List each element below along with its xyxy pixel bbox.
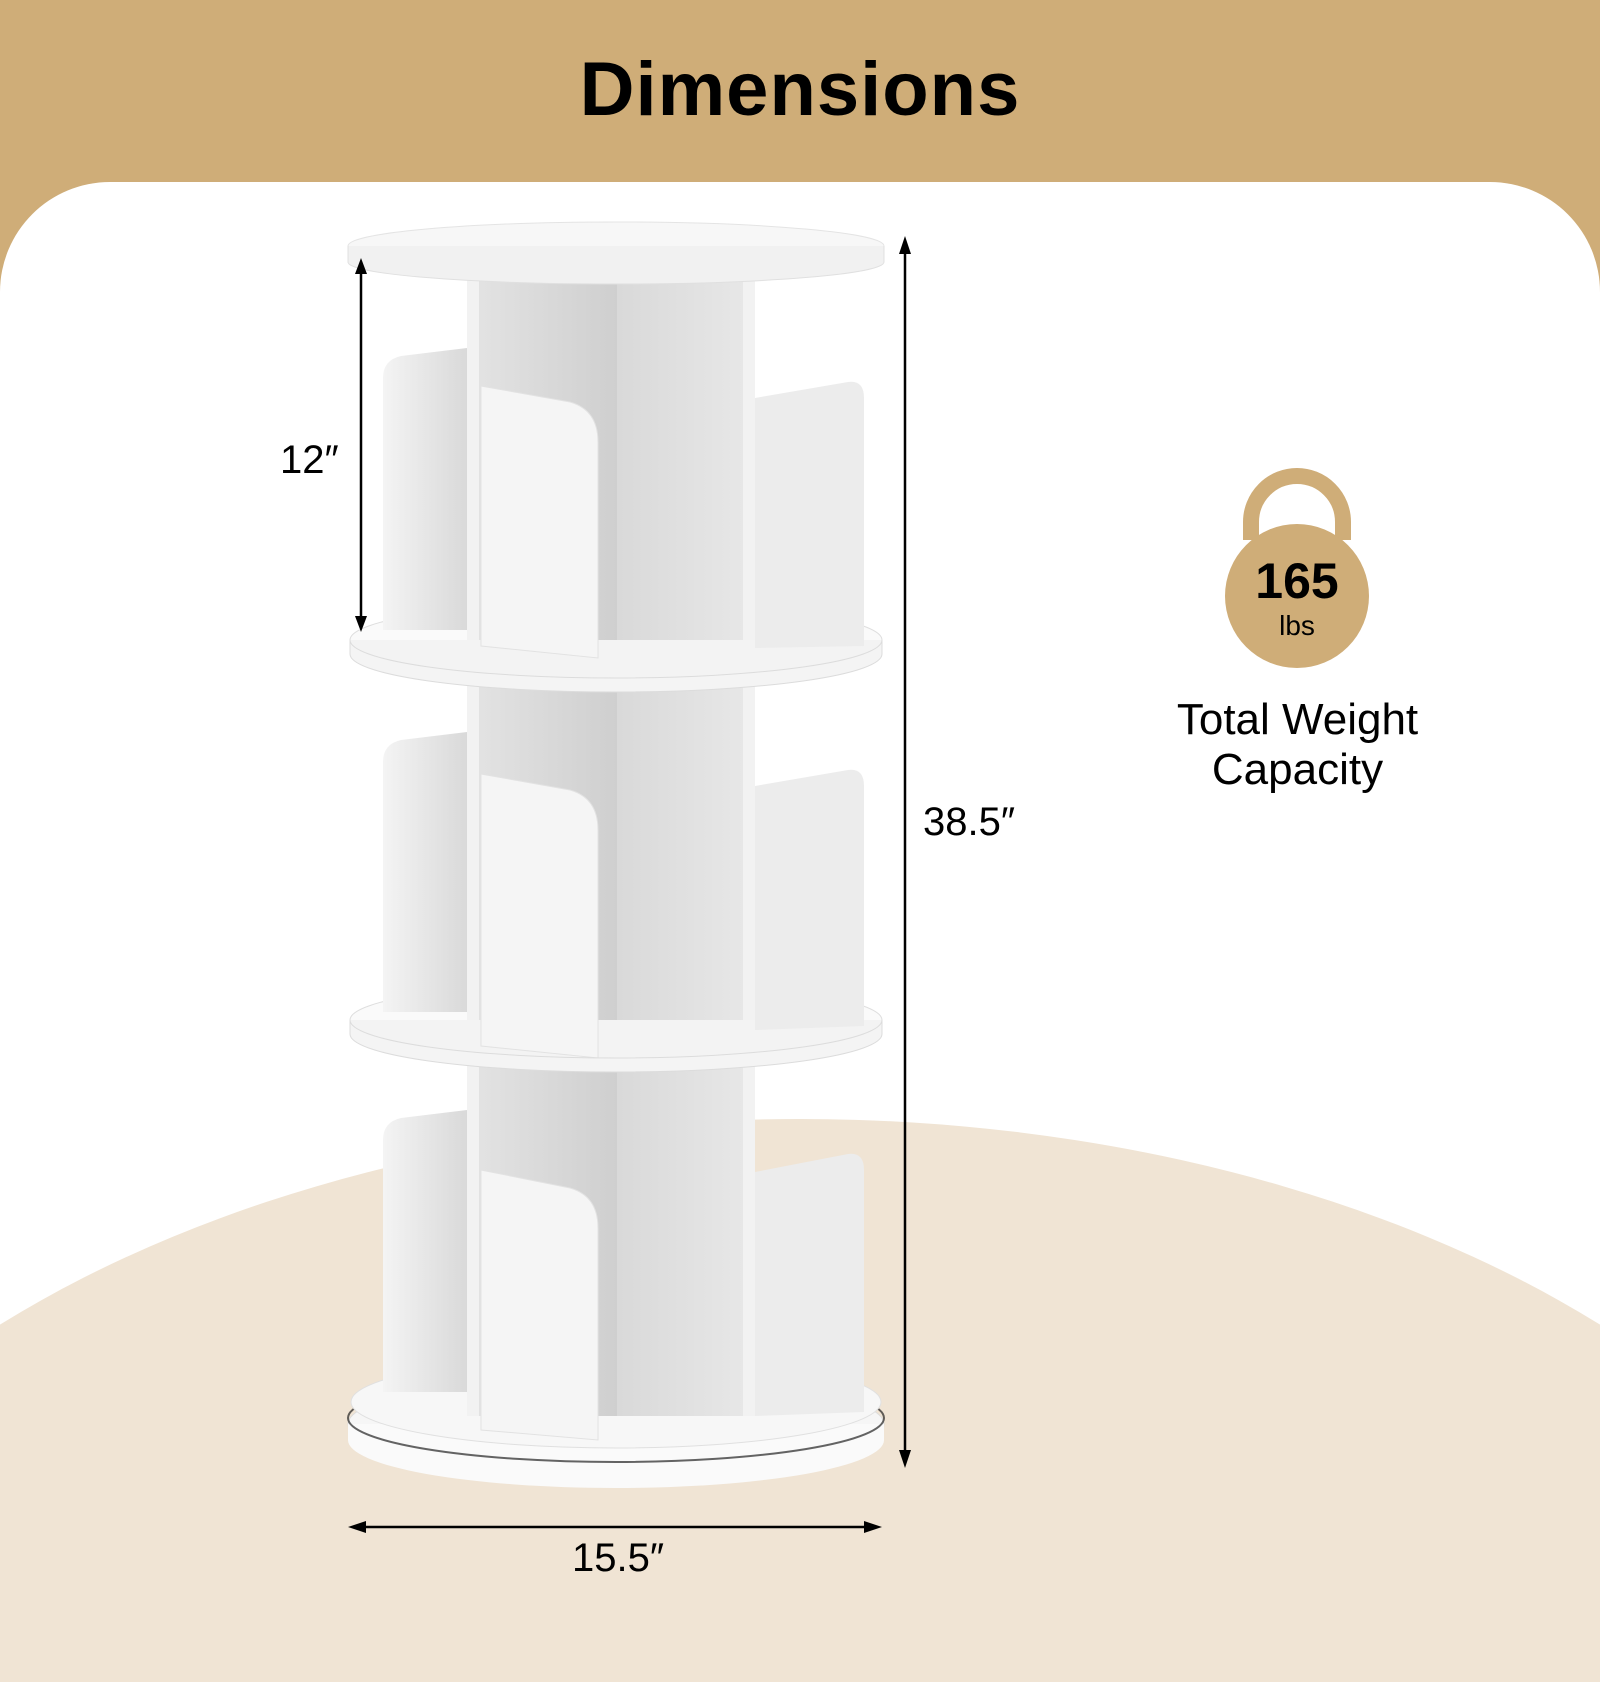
- total-height-label: 38.5″: [923, 800, 1016, 844]
- weight-capacity-unit: lbs: [1279, 610, 1315, 641]
- tier-1: [383, 268, 864, 659]
- weight-capacity-caption: Total Weight Capacity: [1110, 695, 1485, 795]
- dimension-arrow-diameter: [348, 1521, 882, 1533]
- dimension-arrow-total-height: [899, 236, 911, 1468]
- shelf-fronts: [349, 639, 883, 1073]
- top-plate: [347, 221, 885, 285]
- caption-line-2: Capacity: [1211, 745, 1384, 794]
- tier-2: [383, 670, 864, 1059]
- tier-3: [383, 1046, 864, 1441]
- page-title: Dimensions: [579, 47, 1021, 132]
- diameter-label: 15.5″: [572, 1536, 665, 1580]
- dimension-arrow-tier-height: [355, 258, 367, 632]
- tier-height-label: 12″: [280, 438, 339, 482]
- weight-capacity-value: 165: [1255, 553, 1339, 609]
- caption-line-1: Total Weight: [1176, 695, 1419, 744]
- bookshelf-illustration: [347, 221, 1369, 1533]
- kettlebell-weight-icon: [1225, 468, 1369, 668]
